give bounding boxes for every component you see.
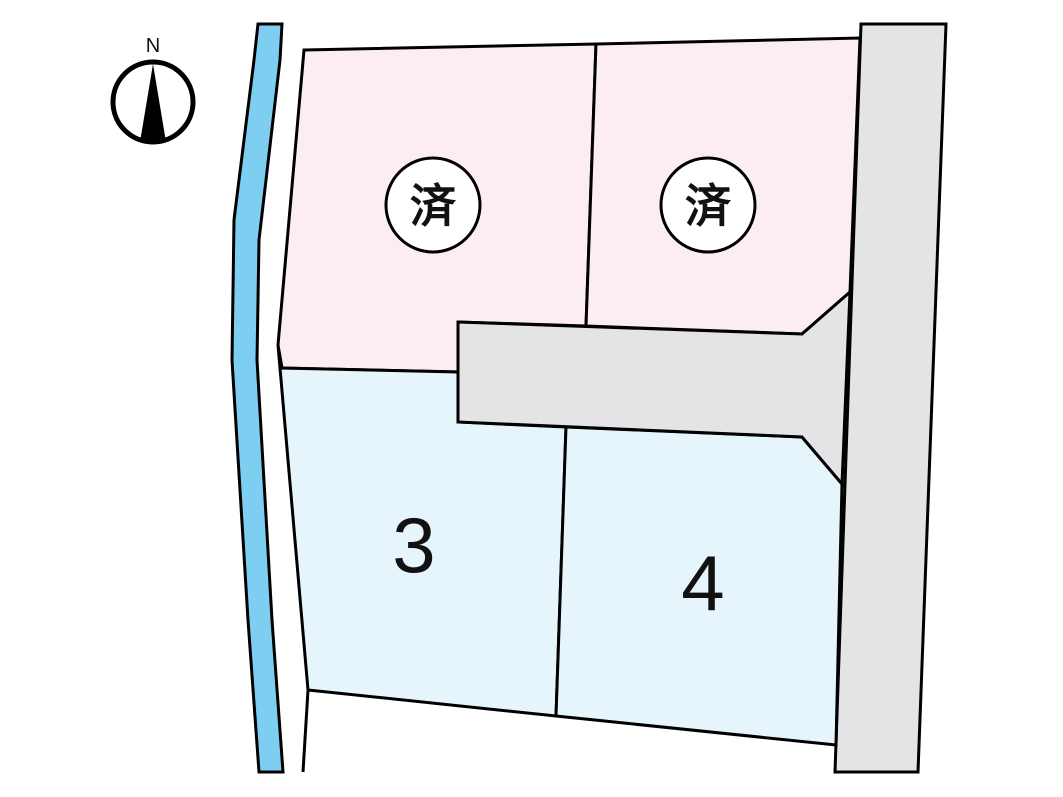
river [230, 22, 285, 774]
main-road [833, 22, 948, 774]
boundary-line [276, 344, 284, 369]
boundary-line [301, 689, 310, 773]
lot-4-label: 4 [681, 539, 724, 627]
lot-1-label: 済 [410, 179, 457, 233]
north-arrow-icon: N [110, 35, 196, 145]
access-road [456, 288, 852, 488]
sold-marker-lot-1: 済 [384, 156, 482, 254]
lot-3-label: 3 [392, 501, 435, 589]
sold-marker-lot-2: 済 [659, 156, 757, 254]
north-label: N [146, 35, 160, 57]
lot-2-label: 済 [685, 179, 732, 233]
